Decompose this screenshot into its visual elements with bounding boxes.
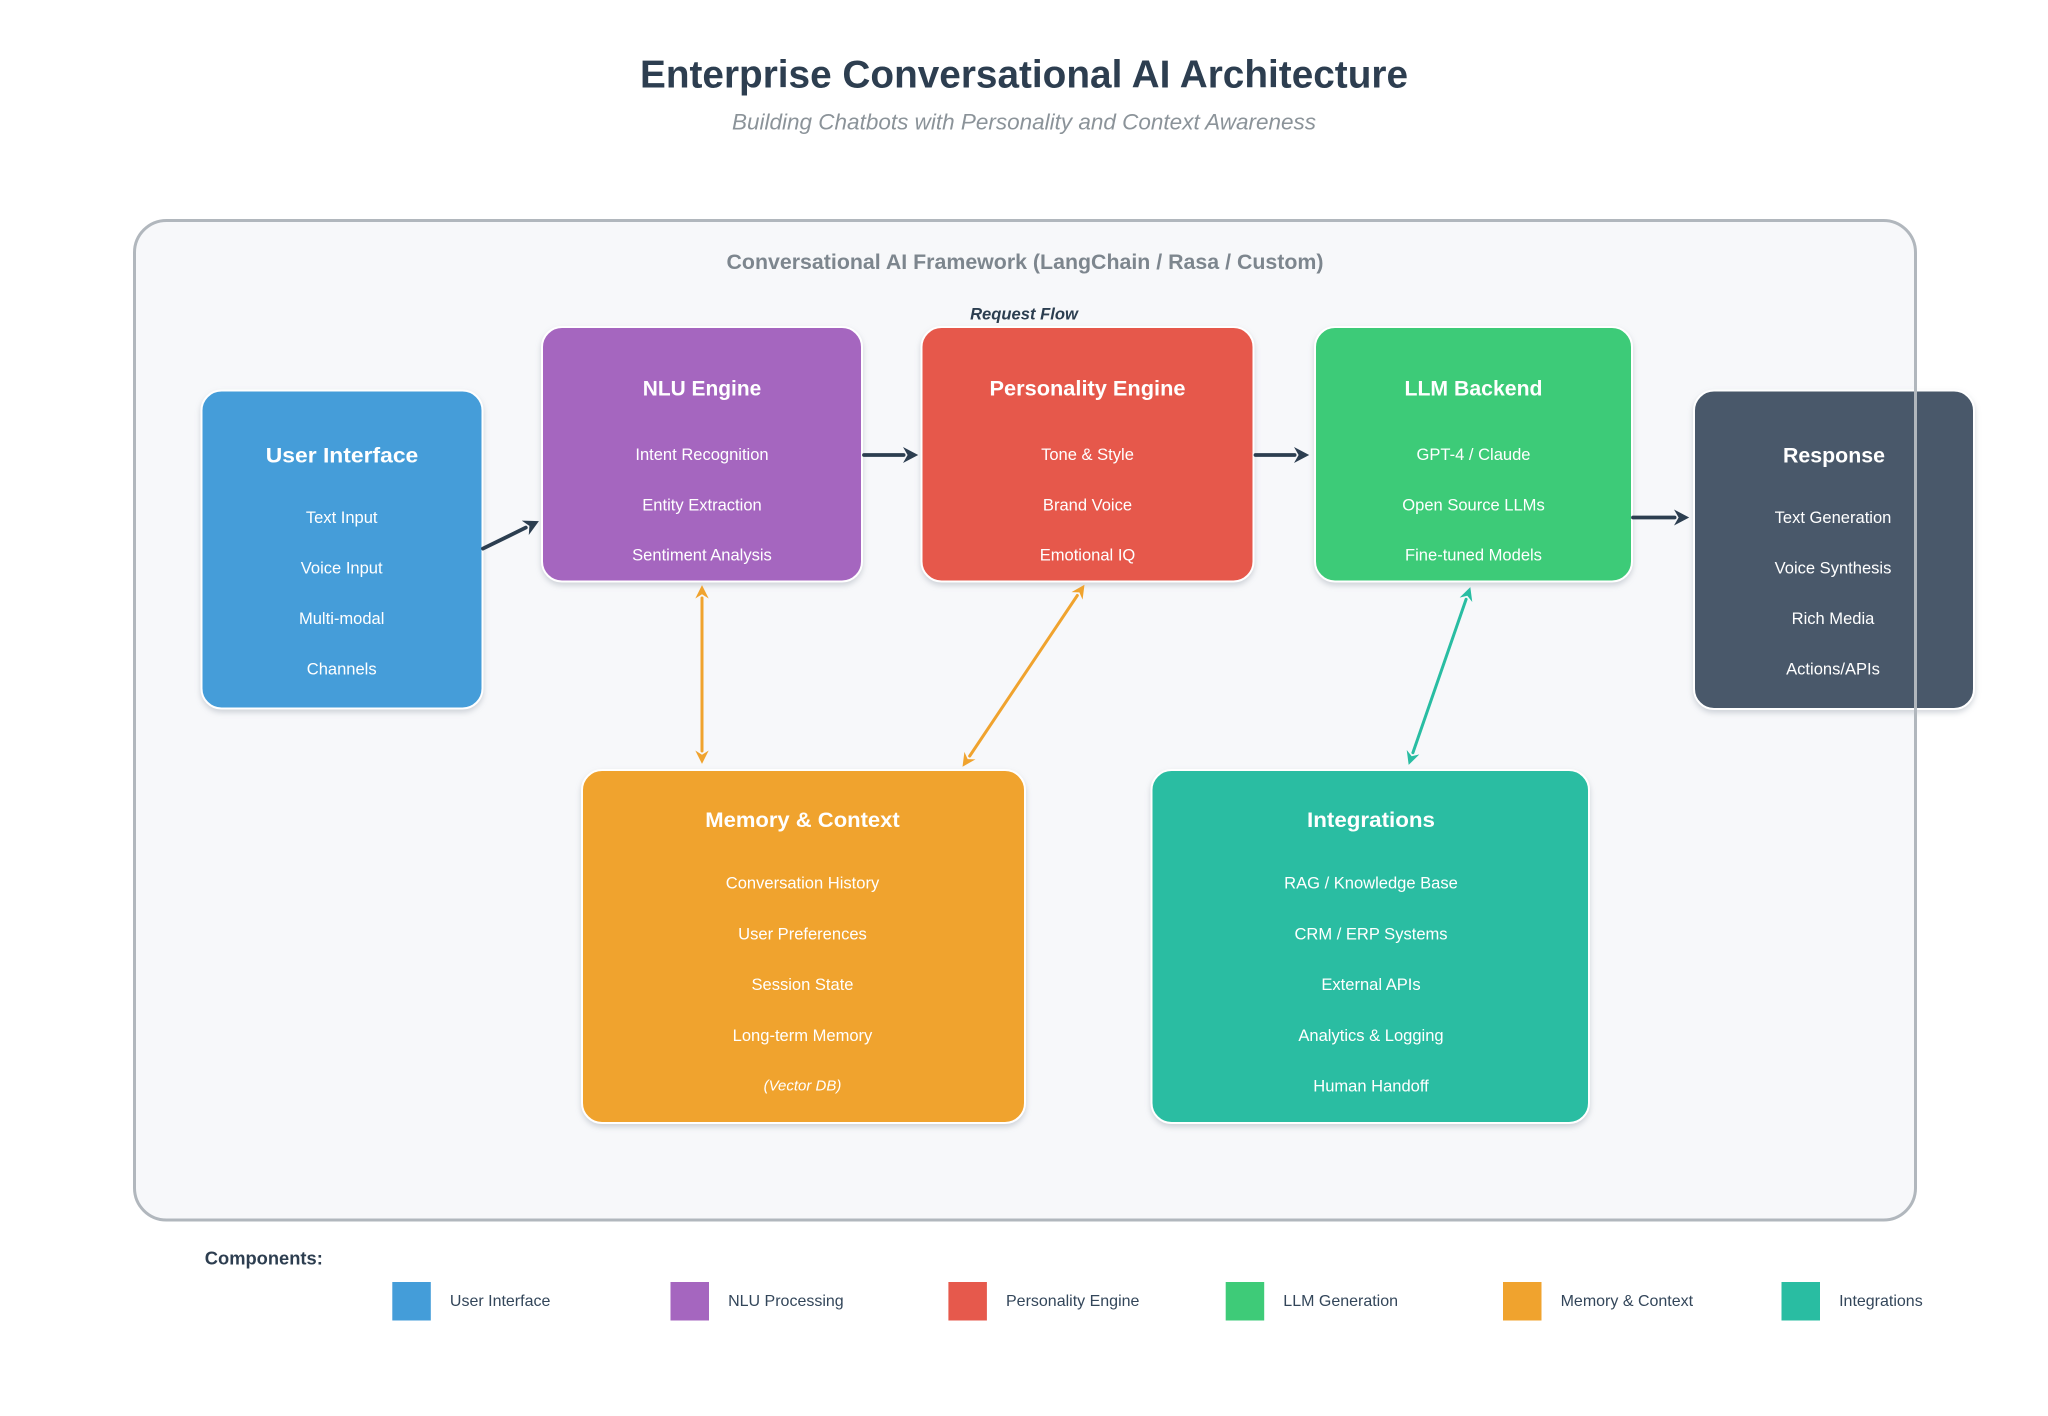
svg-text:Long-term Memory: Long-term Memory <box>733 1026 873 1045</box>
svg-text:Enterprise Conversational AI A: Enterprise Conversational AI Architectur… <box>640 54 1408 97</box>
svg-text:Multi-modal: Multi-modal <box>299 609 384 628</box>
svg-text:Emotional IQ: Emotional IQ <box>1040 545 1136 564</box>
svg-text:Intent Recognition: Intent Recognition <box>635 445 768 464</box>
svg-text:User Interface: User Interface <box>266 445 419 468</box>
svg-text:Components:: Components: <box>205 1248 323 1269</box>
svg-text:LLM Generation: LLM Generation <box>1283 1293 1398 1310</box>
svg-text:Building Chatbots with Persona: Building Chatbots with Personality and C… <box>732 110 1316 135</box>
svg-text:Integrations: Integrations <box>1839 1293 1923 1310</box>
svg-text:Tone & Style: Tone & Style <box>1041 445 1134 464</box>
svg-text:Request Flow: Request Flow <box>970 304 1079 323</box>
svg-text:Open Source LLMs: Open Source LLMs <box>1402 495 1544 514</box>
svg-text:Fine-tuned Models: Fine-tuned Models <box>1405 545 1542 564</box>
svg-text:Actions/APIs: Actions/APIs <box>1786 659 1880 678</box>
svg-text:Human Handoff: Human Handoff <box>1313 1077 1429 1096</box>
svg-text:Rich Media: Rich Media <box>1792 609 1875 628</box>
svg-text:Conversation History: Conversation History <box>726 874 880 893</box>
svg-text:GPT-4 / Claude: GPT-4 / Claude <box>1417 445 1531 464</box>
svg-text:Memory & Context: Memory & Context <box>1561 1293 1694 1310</box>
svg-text:NLU Engine: NLU Engine <box>643 378 762 401</box>
svg-text:Personality Engine: Personality Engine <box>990 378 1186 401</box>
svg-text:Personality Engine: Personality Engine <box>1006 1293 1140 1310</box>
svg-text:User Preferences: User Preferences <box>738 924 867 943</box>
svg-text:Text Input: Text Input <box>306 508 378 527</box>
svg-text:Memory & Context: Memory & Context <box>705 809 900 832</box>
svg-text:LLM Backend: LLM Backend <box>1405 378 1543 401</box>
svg-text:(Vector DB): (Vector DB) <box>764 1078 842 1095</box>
svg-text:User Interface: User Interface <box>450 1293 551 1310</box>
svg-text:Entity Extraction: Entity Extraction <box>642 495 761 514</box>
svg-text:CRM / ERP Systems: CRM / ERP Systems <box>1294 924 1447 943</box>
svg-text:Analytics & Logging: Analytics & Logging <box>1298 1026 1443 1045</box>
svg-text:Response: Response <box>1783 445 1885 468</box>
svg-text:External APIs: External APIs <box>1321 975 1420 994</box>
svg-text:Sentiment Analysis: Sentiment Analysis <box>632 545 772 564</box>
svg-text:Session State: Session State <box>751 975 853 994</box>
svg-text:Channels: Channels <box>307 659 377 678</box>
svg-text:Conversational AI Framework (L: Conversational AI Framework (LangChain /… <box>727 251 1324 274</box>
svg-text:Text Generation: Text Generation <box>1775 508 1892 527</box>
svg-text:RAG / Knowledge Base: RAG / Knowledge Base <box>1284 874 1458 893</box>
svg-text:Voice Synthesis: Voice Synthesis <box>1775 559 1892 578</box>
svg-text:Integrations: Integrations <box>1307 809 1435 832</box>
svg-text:Brand Voice: Brand Voice <box>1043 495 1132 514</box>
svg-text:Voice Input: Voice Input <box>301 559 383 578</box>
svg-text:NLU Processing: NLU Processing <box>728 1293 844 1310</box>
